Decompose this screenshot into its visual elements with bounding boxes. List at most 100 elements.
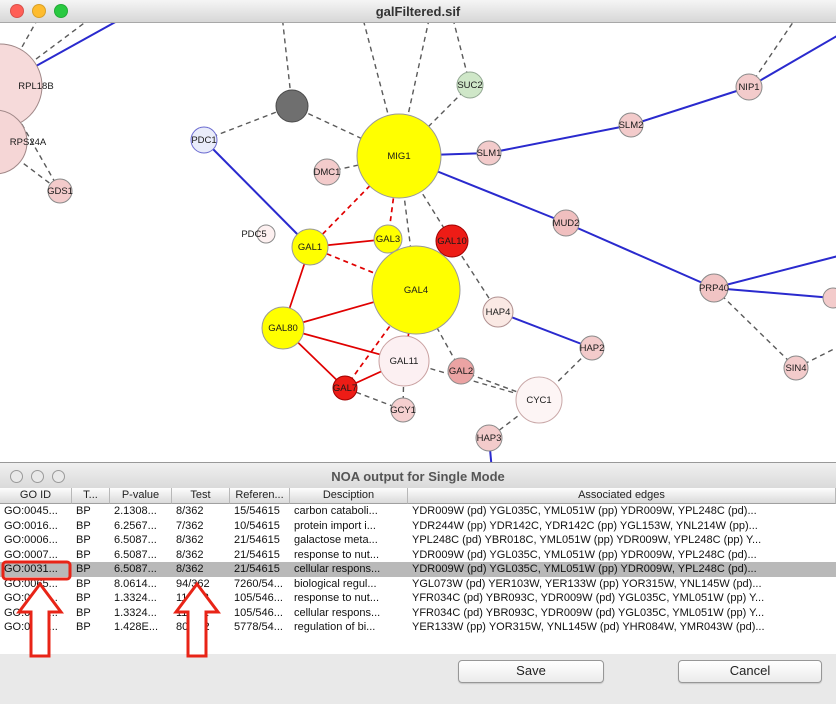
graph-node-label: NIP1	[738, 82, 759, 93]
graph-node-edge-right[interactable]	[822, 287, 836, 309]
window-title: galFiltered.sif	[375, 3, 461, 19]
graph-node-dark[interactable]	[275, 89, 309, 123]
cell-go_id: GO:0031...	[4, 563, 58, 575]
graph-edge	[398, 23, 429, 157]
cell-test: 11/362	[176, 606, 209, 619]
graph-node-suc2[interactable]	[456, 71, 484, 99]
graph-node-sin4[interactable]	[783, 355, 809, 381]
cell-edges: YER133W (pp) YOR315W, YNL145W (pd) YHR08…	[412, 621, 765, 633]
column-header-p_value[interactable]: P-value	[110, 488, 172, 504]
zoom-button[interactable]	[52, 469, 65, 483]
zoom-button[interactable]	[54, 4, 68, 18]
graph-node-prp40[interactable]	[699, 273, 729, 303]
cell-reference: 21/54615	[234, 534, 280, 546]
cell-edges: YGL073W (pd) YER103W, YER133W (pp) YOR31…	[412, 577, 762, 590]
save-button[interactable]: Save	[458, 660, 604, 683]
column-header-reference[interactable]: Referen...	[230, 488, 290, 504]
graph-node-hap2[interactable]	[579, 335, 605, 361]
graph-node-gal80[interactable]	[261, 306, 305, 350]
minimize-button[interactable]	[31, 469, 44, 483]
cell-reference: 5778/54...	[234, 621, 283, 633]
graph-node-gal7[interactable]	[332, 375, 358, 401]
graph-edge	[497, 311, 593, 349]
cancel-button[interactable]: Cancel	[678, 660, 822, 683]
graph-node-gcy1[interactable]	[390, 397, 416, 423]
graph-node-label: SIN4	[785, 363, 806, 374]
column-header-edges[interactable]: Associated edges	[408, 488, 836, 504]
graph-edge	[748, 23, 794, 88]
cell-description: galactose meta...	[294, 534, 378, 546]
network-window-titlebar[interactable]: galFiltered.sif	[0, 0, 836, 23]
graph-edge	[363, 23, 400, 157]
graph-edge	[748, 35, 836, 88]
cell-p_value: 6.2567...	[114, 519, 157, 532]
cell-test: 11/362	[176, 592, 209, 604]
column-header-t[interactable]: T...	[72, 488, 110, 504]
close-button[interactable]	[10, 4, 24, 18]
cell-description: response to nut...	[294, 592, 379, 604]
graph-node-gal2[interactable]	[447, 357, 475, 385]
graph-node-pdc1[interactable]	[190, 126, 218, 154]
cell-edges: YDR009W (pd) YGL035C, YML051W (pp) YDR00…	[412, 563, 757, 575]
graph-node-gal1[interactable]	[291, 228, 329, 266]
cell-p_value: 2.1308...	[114, 505, 157, 517]
graph-node-label: CYC1	[526, 395, 551, 406]
cell-test: 8/362	[176, 534, 204, 546]
graph-node-label: PRP40	[699, 283, 729, 294]
graph-node-label: PDC5	[241, 229, 266, 240]
graph-node-label: HAP4	[486, 307, 511, 318]
noa-window-titlebar[interactable]: NOA output for Single Mode	[0, 462, 836, 490]
graph-node-hap3[interactable]	[475, 424, 503, 452]
cell-t: BP	[76, 577, 91, 590]
graph-node-hap4[interactable]	[482, 296, 514, 328]
graph-node-mud2[interactable]	[552, 209, 580, 237]
cell-description: carbon cataboli...	[294, 505, 378, 517]
graph-node-rps24a[interactable]	[0, 109, 28, 175]
graph-node-gal11[interactable]	[378, 335, 430, 387]
graph-node-gal4[interactable]	[371, 245, 461, 335]
cell-test: 8/362	[176, 548, 204, 561]
graph-edge	[282, 23, 293, 107]
graph-edge	[565, 222, 715, 289]
graph-node-dmc1[interactable]	[313, 158, 341, 186]
graph-node-slm2[interactable]	[618, 112, 644, 138]
close-button[interactable]	[10, 469, 23, 483]
graph-node-gal3[interactable]	[373, 224, 403, 254]
graph-node-label: DMC1	[314, 167, 341, 178]
graph-node-mig1[interactable]	[356, 113, 442, 199]
graph-node-label: MUD2	[553, 218, 580, 229]
graph-node-label: RPL18B	[18, 81, 53, 92]
graph-node-gds1[interactable]	[47, 178, 73, 204]
graph-node-slm1[interactable]	[476, 140, 502, 166]
cell-go_id: GO:0065...	[4, 577, 58, 590]
cell-reference: 21/54615	[234, 548, 280, 561]
minimize-button[interactable]	[32, 4, 46, 18]
graph-node-label: MIG1	[387, 151, 410, 162]
cell-p_value: 8.0614...	[114, 577, 157, 590]
cell-p_value: 6.5087...	[114, 563, 157, 575]
graph-node-pdc5[interactable]	[256, 224, 276, 244]
column-header-test[interactable]: Test	[172, 488, 230, 504]
cell-t: BP	[76, 592, 91, 604]
graph-node-nip1[interactable]	[735, 73, 763, 101]
column-header-description[interactable]: Desciption	[290, 488, 408, 504]
graph-node-cyc1[interactable]	[515, 376, 563, 424]
graph-node-rpl18b[interactable]	[0, 43, 43, 129]
graph-node-label: SLM1	[477, 148, 502, 159]
cell-edges: YFR034C (pd) YBR093C, YDR009W (pd) YGL03…	[412, 592, 765, 604]
column-header-go_id[interactable]: GO ID	[0, 488, 72, 504]
graph-node-gal10[interactable]	[435, 224, 469, 258]
graph-node-label: SUC2	[457, 80, 482, 91]
cell-go_id: GO:0009...	[4, 592, 58, 604]
cell-test: 8/362	[176, 563, 204, 575]
